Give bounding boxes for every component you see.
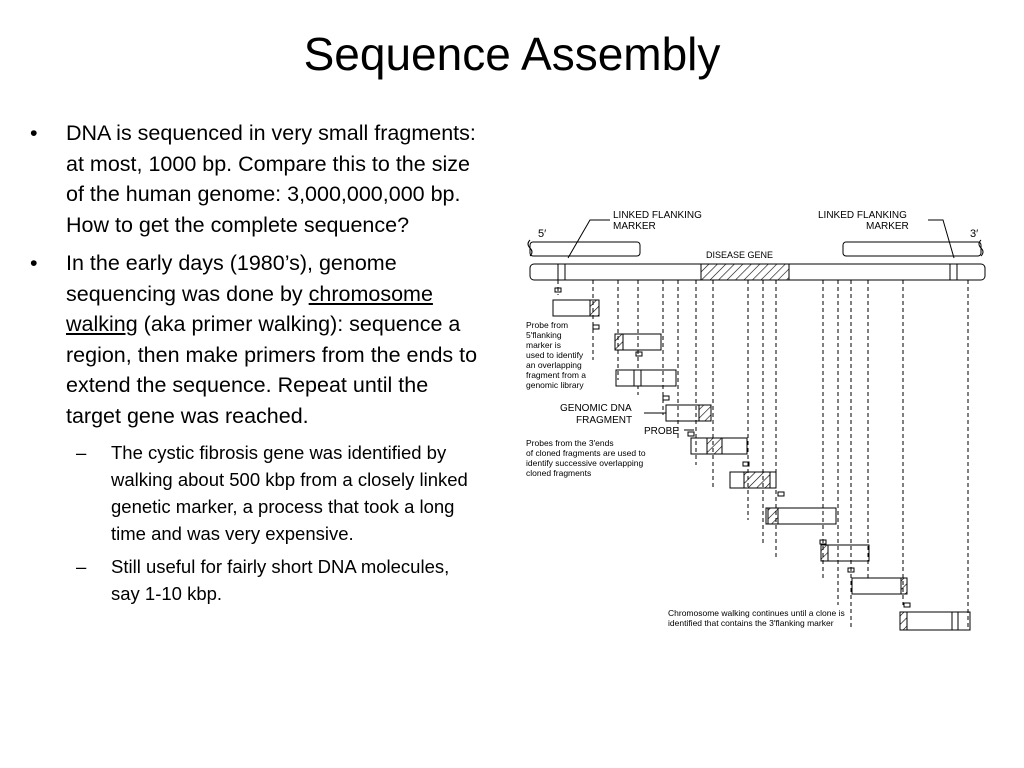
- bullet-text: In the early days (1980’s), genome seque…: [66, 248, 480, 431]
- disease-gene-label: DISEASE GENE: [706, 250, 773, 260]
- sub-bullet-text: The cystic fibrosis gene was identified …: [111, 442, 468, 544]
- probe-5-annotation: Probe from 5′flanking marker is used to …: [526, 320, 586, 390]
- five-prime-marker: [557, 263, 566, 281]
- body-text: • DNA is sequenced in very small fragmen…: [30, 118, 480, 607]
- five-prime-label: 5′: [538, 228, 546, 240]
- chromosome-walking-term: chromosome walking: [66, 281, 433, 337]
- disease-gene-region: [700, 263, 790, 281]
- right-marker-label-1: LINKED FLANKING: [818, 210, 907, 221]
- clone-fragment-3: [615, 369, 677, 387]
- probe-markers: [554, 287, 911, 608]
- three-prime-label: 3′: [970, 228, 978, 240]
- dash-mark: –: [76, 442, 87, 463]
- walk-annotation: Chromosome walking continues until a clo…: [668, 608, 845, 628]
- clone-fragment-9: [851, 577, 908, 595]
- svg-text:identified that contains the 3: identified that contains the 3′flanking …: [668, 618, 834, 628]
- chromosome-strand-right: [842, 241, 982, 257]
- svg-text:of cloned fragments are used t: of cloned fragments are used to: [526, 448, 646, 458]
- left-marker-label-2: MARKER: [613, 221, 656, 232]
- clone-fragment-7: [765, 507, 837, 525]
- sub-bullet-item: – The cystic fibrosis gene was identifie…: [76, 439, 480, 547]
- left-marker-leader: [567, 219, 610, 259]
- right-marker-leader: [928, 219, 955, 259]
- clone-fragments: [552, 299, 971, 631]
- svg-text:Probe from: Probe from: [526, 320, 568, 330]
- svg-text:identify successive overlappin: identify successive overlapping: [526, 458, 643, 468]
- bullet-text-end: (aka primer walking): sequence a region,…: [66, 312, 478, 428]
- wavy-end-left: [527, 239, 533, 257]
- bullet-item: • DNA is sequenced in very small fragmen…: [30, 118, 480, 240]
- probe-label: PROBE: [644, 426, 679, 437]
- right-marker-label-2: MARKER: [866, 221, 909, 232]
- left-marker-label-1: LINKED FLANKING: [613, 210, 702, 221]
- bullet-item: • In the early days (1980’s), genome seq…: [30, 248, 480, 431]
- svg-text:an overlapping: an overlapping: [526, 360, 582, 370]
- svg-text:genomic library: genomic library: [526, 380, 584, 390]
- genomic-fragment-label-1: GENOMIC DNA: [560, 403, 632, 414]
- sub-bullet-text: Still useful for fairly short DNA molecu…: [111, 556, 450, 604]
- svg-text:cloned fragments: cloned fragments: [526, 468, 591, 478]
- guide-lines: [557, 280, 969, 630]
- svg-text:Probes from the 3′ends: Probes from the 3′ends: [526, 438, 614, 448]
- clone-fragment-10: [899, 611, 971, 631]
- svg-text:Chromosome walking continues u: Chromosome walking continues until a clo…: [668, 608, 845, 618]
- bullet-text: DNA is sequenced in very small fragments…: [66, 121, 476, 237]
- chromosome-walking-figure: LINKED FLANKING MARKER LINKED FLANKING M…: [518, 200, 998, 645]
- slide-title: Sequence Assembly: [303, 28, 721, 80]
- svg-text:used to identify: used to identify: [526, 350, 584, 360]
- wavy-end-right: [978, 239, 984, 257]
- chromosome-strand-left: [529, 241, 641, 257]
- dash-mark: –: [76, 556, 87, 577]
- genomic-fragment-label-2: FRAGMENT: [576, 415, 632, 426]
- svg-text:5′flanking: 5′flanking: [526, 330, 562, 340]
- svg-text:fragment from a: fragment from a: [526, 370, 586, 380]
- three-prime-marker: [949, 263, 958, 281]
- probe-3-annotation: Probes from the 3′ends of cloned fragmen…: [526, 438, 646, 478]
- sub-bullet-item: – Still useful for fairly short DNA mole…: [76, 553, 480, 607]
- bullet-text-start: In the early days (1980’s), genome seque…: [66, 251, 397, 306]
- bullet-mark: •: [30, 121, 38, 145]
- svg-text:marker is: marker is: [526, 340, 561, 350]
- bullet-mark: •: [30, 251, 38, 275]
